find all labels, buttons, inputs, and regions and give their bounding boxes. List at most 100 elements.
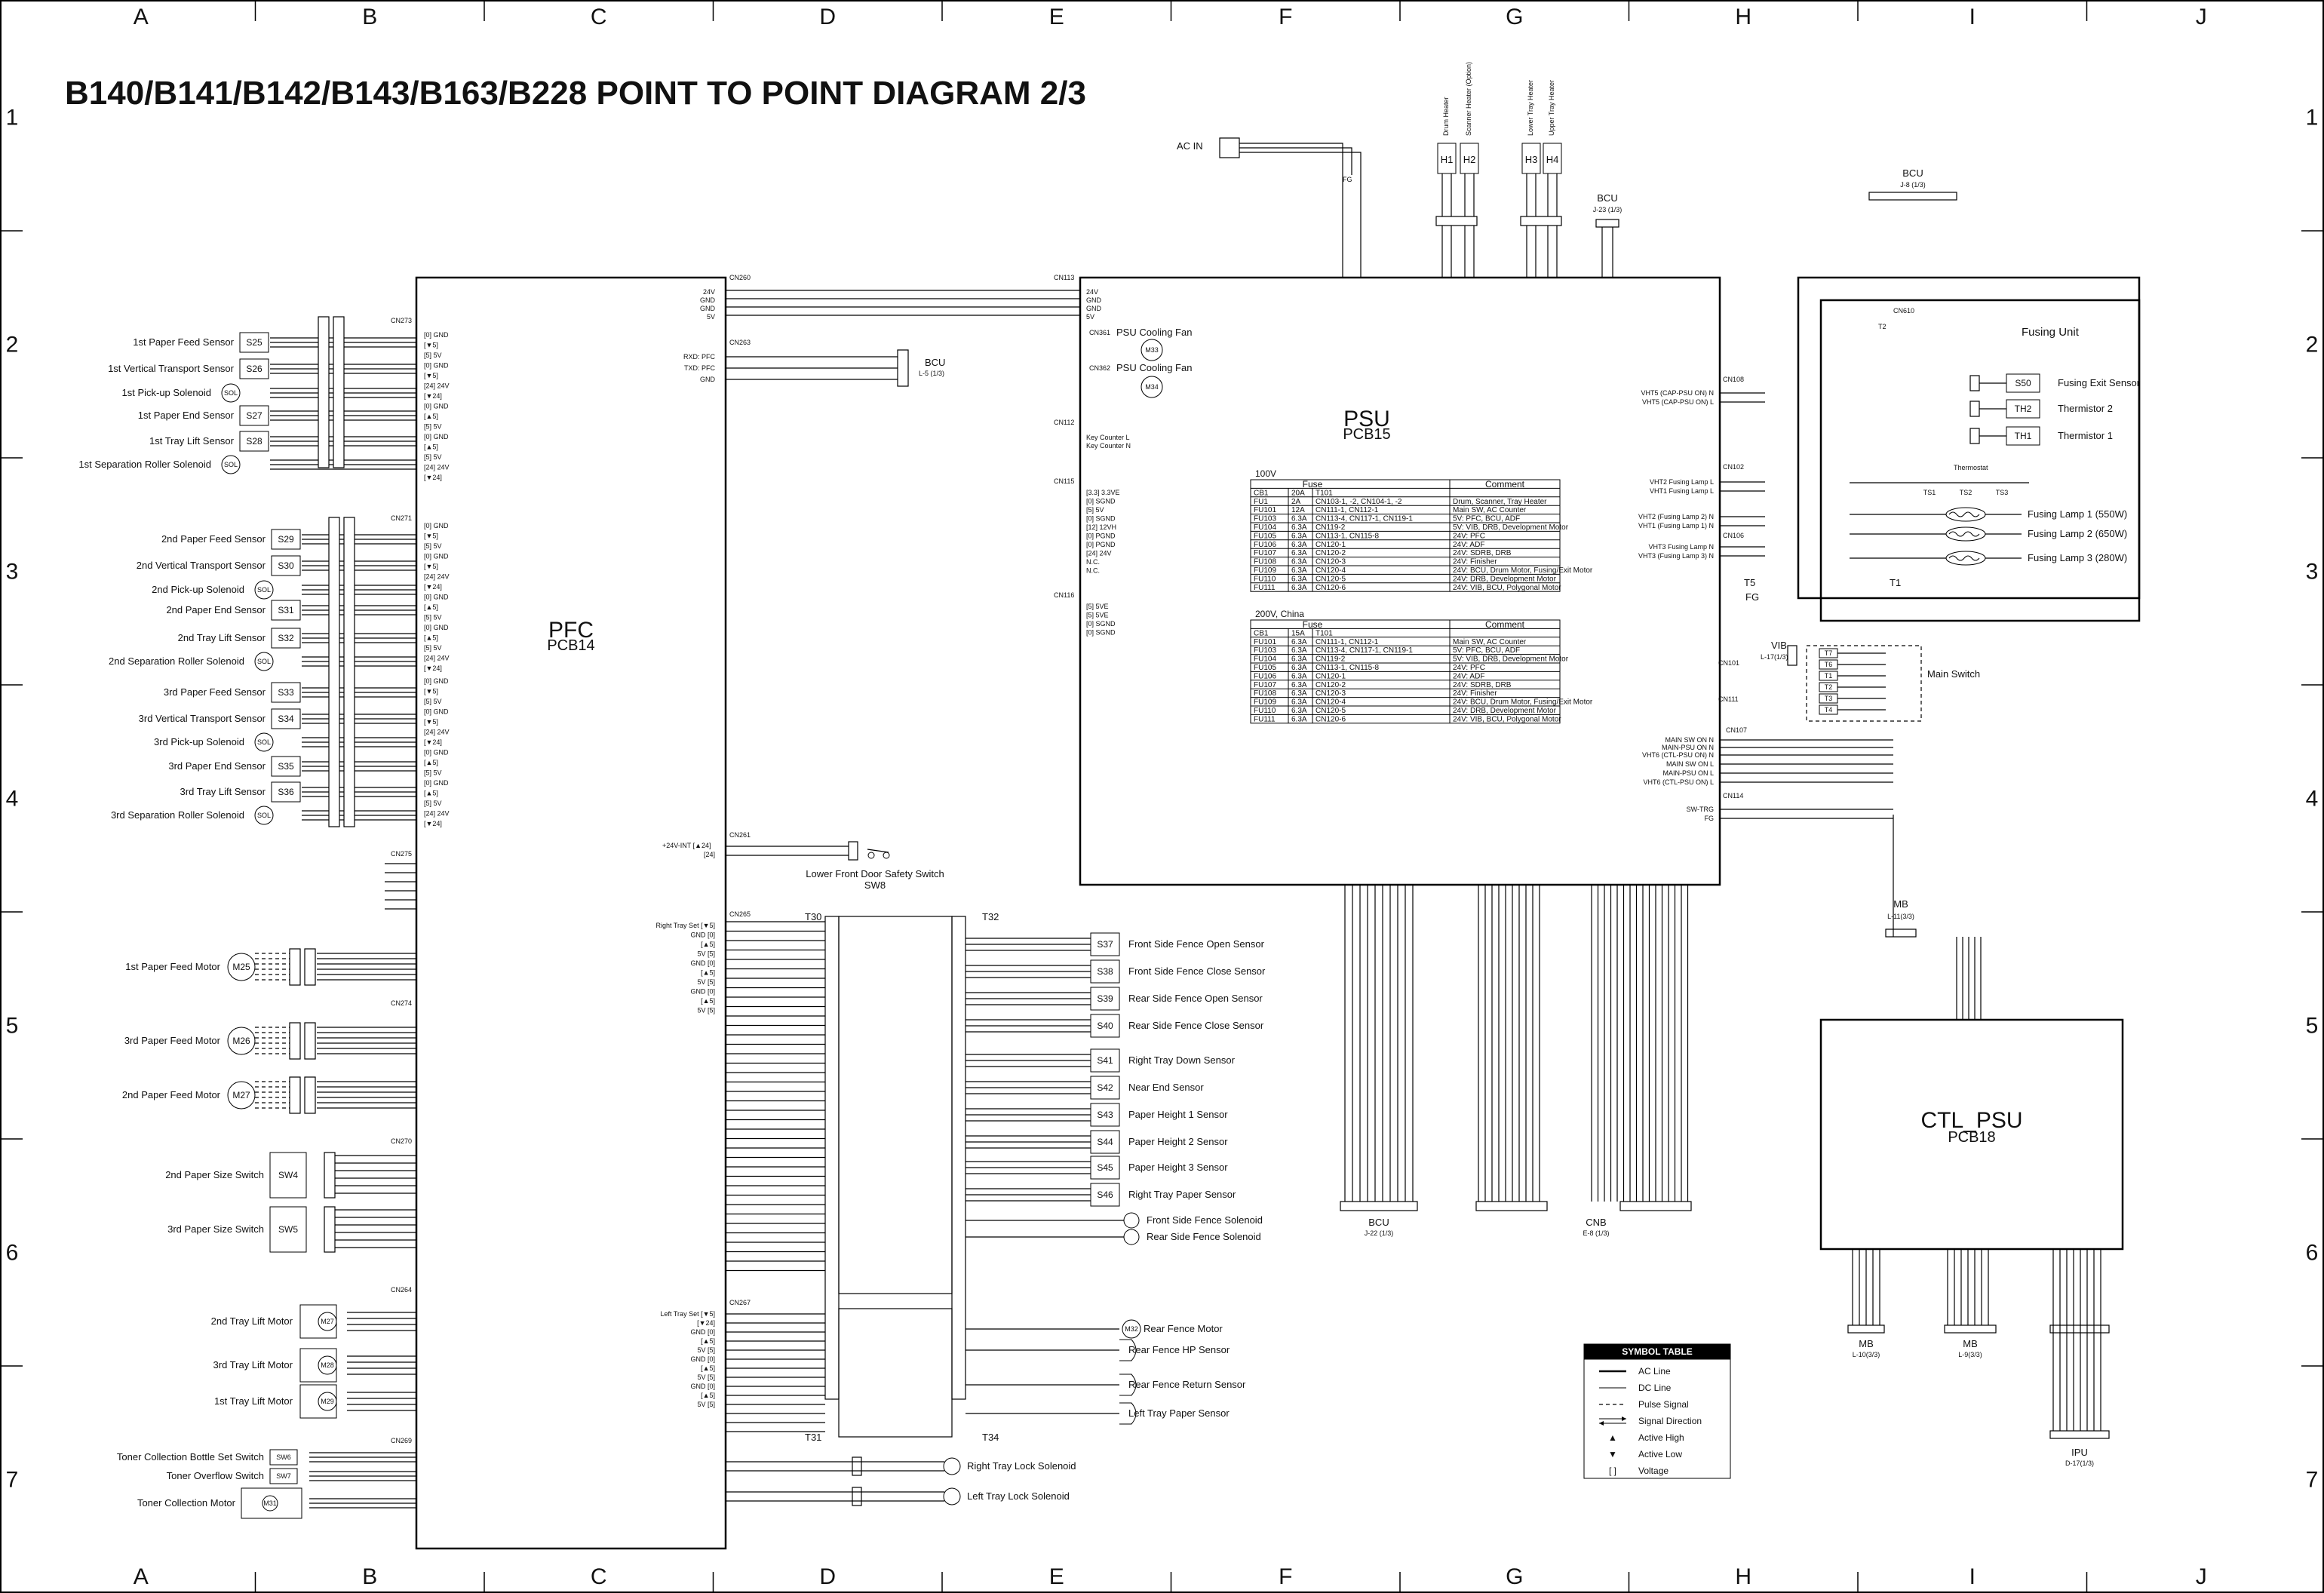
psu-signal: 24V [1086, 288, 1098, 296]
safety-switch-code: SW8 [864, 879, 886, 891]
t5-label: T5 [1744, 577, 1755, 588]
pin-signal: [5] 5V [424, 423, 442, 431]
toner-label: Toner Collection Motor [137, 1497, 236, 1509]
psu-signal: [0] PGND [1086, 541, 1116, 548]
grid-col-top: I [1969, 5, 1976, 29]
pin-signal: [5] 5V [424, 769, 442, 777]
tray-signal: GND [0] [690, 1328, 715, 1336]
pin-signal: [▲5] [424, 444, 438, 451]
cn203-connector [2049, 1324, 2110, 1334]
grid-col-bottom: B [362, 1564, 377, 1589]
tray-signal: GND [0] [690, 1383, 715, 1390]
pin-signal: [5] 5V [424, 542, 442, 550]
grid-col-top: C [591, 5, 607, 29]
component-label: 2nd Pick-up Solenoid [152, 584, 244, 595]
pin-signal: [▼24] [424, 474, 442, 481]
solenoid-icon [943, 1457, 961, 1475]
psu-fan2-label: PSU Cooling Fan [1116, 362, 1192, 373]
pin-signal: [24] 24V [424, 464, 450, 471]
harness-connector [328, 517, 340, 827]
mb-l10-ref: L-10(3/3) [1853, 1351, 1880, 1358]
pin-signal: [0] GND [424, 522, 449, 529]
pin-signal: [0] GND [424, 362, 449, 370]
solenoid-icon [254, 806, 274, 825]
pfc-signal: 5V [707, 313, 715, 321]
component-label: 3rd Pick-up Solenoid [154, 736, 244, 747]
fuse-table-cell: 24V: ADF [1453, 672, 1484, 680]
sw8-contact-2 [883, 852, 890, 859]
fuse-table-cell: 5V: VIB, DRB, Development Motor [1453, 523, 1569, 532]
fuse-table-cell: FU105 [1254, 532, 1276, 540]
tray-signal: [▲5] [701, 1364, 715, 1372]
psu-signal: VHT6 (CTL-PSU ON) L [1643, 778, 1714, 786]
solenoid-icon [1123, 1229, 1140, 1245]
psu-bottom-wires [1344, 885, 1689, 1202]
cn116-label: CN116 [1054, 591, 1074, 599]
fuse-table-cell: CN120-2 [1316, 681, 1346, 689]
bcu-top-label: BCU [1597, 192, 1617, 204]
cn362-label: CN362 [1089, 364, 1110, 372]
fusing-part-label: Fusing Exit Sensor [2058, 377, 2141, 388]
sensor-box [271, 708, 301, 729]
fuse-table-cell: FU108 [1254, 689, 1276, 698]
thermostat-code: TS3 [1996, 489, 2009, 496]
tray-signal: Right Tray Set [▼5] [656, 922, 715, 929]
fuse-table-cell: CN120-4 [1316, 566, 1346, 575]
component-label: 3rd Tray Lift Sensor [180, 786, 266, 797]
fuse-table-cell: 24V: Finisher [1453, 558, 1497, 566]
thermostat-label: Thermostat [1954, 464, 1988, 471]
fuse-table-cell: 24V: SDRB, DRB [1453, 549, 1512, 557]
sensor-box [271, 529, 301, 550]
fuse-table-cell: Main SW, AC Counter [1453, 638, 1527, 646]
interlock-label: +24V-INT [▲24] [662, 842, 711, 849]
tray-signal: GND [0] [690, 959, 715, 967]
component-code: S38 [1097, 966, 1113, 977]
fuse-table-cell: 6.3A [1291, 707, 1307, 715]
component-label: 2nd Paper End Sensor [166, 604, 266, 615]
sensor-box [271, 756, 301, 777]
fuse-table-title: 100V [1255, 468, 1276, 479]
pin-signal: [▲5] [424, 790, 438, 797]
component-label: 2nd Paper Feed Sensor [161, 533, 266, 545]
fuse-table-cell: FU101 [1254, 506, 1276, 514]
ctl-bottom-wires [1852, 815, 2101, 1431]
component-code: SOL [257, 738, 271, 746]
fuse-table-cell: FU101 [1254, 638, 1276, 646]
fuse-table-cell: 24V: PFC [1453, 532, 1485, 540]
symbol-label: Active High [1638, 1432, 1684, 1443]
pin-signal: [5] 5V [424, 644, 442, 652]
sensor: S31 2nd Paper End Sensor [166, 600, 301, 621]
bcu-right-label: BCU [1902, 167, 1923, 179]
tray-signal: 5V [5] [697, 978, 715, 986]
fusing-lamp-filament [1948, 555, 1980, 561]
pin-signal: [▼5] [424, 342, 438, 349]
pfc-signal: TXD: PFC [684, 364, 716, 372]
grid-row-right: 6 [2306, 1241, 2319, 1266]
pin-signal: [0] GND [424, 749, 449, 757]
psu-signal: [5] 5VE [1086, 603, 1109, 610]
toner-code: M31 [263, 1499, 277, 1507]
lift-motor-code: M28 [321, 1361, 334, 1369]
grid-col-bottom: E [1049, 1564, 1064, 1589]
psu-signal: [0] SGND [1086, 515, 1116, 523]
lift-motor-code: M27 [321, 1318, 334, 1325]
motor-code: M25 [232, 962, 250, 972]
symbol-row: [ ]Voltage [1609, 1466, 1669, 1476]
component-code: S31 [278, 605, 294, 615]
harness-connector [318, 316, 330, 468]
bcu-mid-connector [897, 349, 909, 387]
